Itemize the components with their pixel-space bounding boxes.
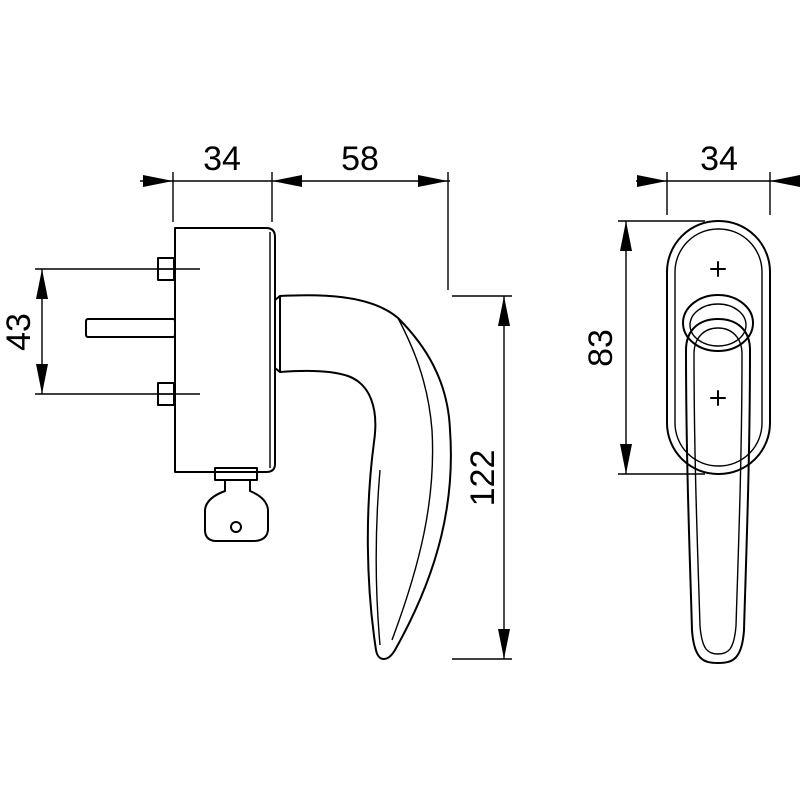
front-handle-grip [685,318,751,664]
handle-lever [279,294,452,660]
spindle [85,318,176,338]
dim-handle-length-label: 122 [464,450,502,507]
dim-handle-projection: 58 [341,140,449,290]
key-hole [230,521,242,533]
lock-cylinder [214,467,258,481]
dim-side-width-label: 34 [203,140,241,178]
dim-bolt-spacing: 43 [0,268,200,395]
base-body [174,227,276,473]
dim-bolt-spacing-label: 43 [0,313,38,351]
rose-inner [674,228,763,467]
handle-lever-inner [391,317,434,641]
dim-rose-height-label: 83 [582,329,620,367]
front-view: 34 83 [582,140,800,664]
side-view: 34 58 43 122 [0,140,512,660]
key-icon [204,479,269,542]
dim-rose-height: 83 [582,220,705,475]
handle-boss-outer [682,294,754,352]
dim-front-width-label: 34 [700,140,738,178]
rose-outer [666,220,771,475]
handle-boss-inner [689,303,747,347]
top-screw-icon [710,261,726,277]
dim-handle-length: 122 [452,295,512,660]
front-handle-grip-inner [693,327,743,655]
dim-handle-projection-label: 58 [341,140,379,178]
handle-lever-tip [375,469,381,646]
dim-side-width: 34 [140,140,450,222]
bottom-screw-icon [710,390,726,406]
dim-front-width: 34 [636,140,800,215]
